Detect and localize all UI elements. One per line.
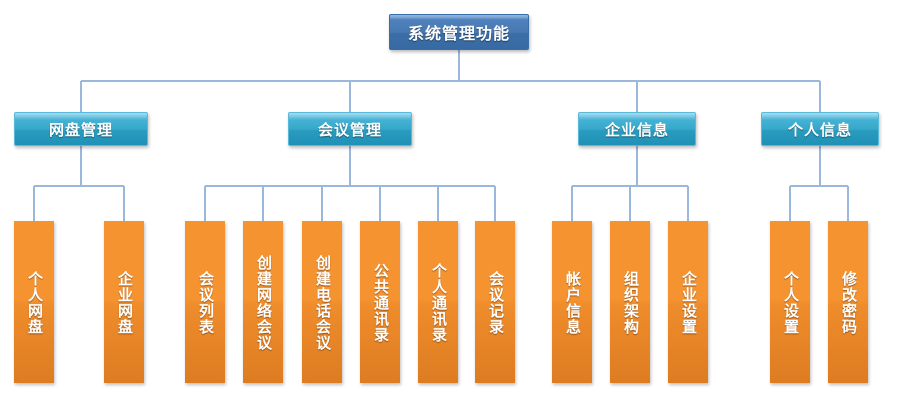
leaf-node-enterprise-disk[interactable]: 企业网盘 [104,221,144,383]
leaf-node-create-phone-meeting[interactable]: 创建电话会议 [302,221,342,383]
leaf-node-create-web-meeting[interactable]: 创建网络会议 [243,221,283,383]
leaf-node-personal-contacts[interactable]: 个人通讯录 [418,221,458,383]
branch-node-label: 会议管理 [317,120,382,139]
leaf-node-label: 帐户信息 [563,271,582,335]
leaf-node-label: 企业网盘 [115,271,134,335]
leaf-node-meeting-list[interactable]: 会议列表 [185,221,225,383]
leaf-node-enterprise-settings[interactable]: 企业设置 [668,221,708,383]
leaf-node-label: 会议列表 [196,271,215,335]
branch-node-enterprise-info[interactable]: 企业信息 [578,112,696,146]
leaf-node-personal-disk[interactable]: 个人网盘 [14,221,54,383]
root-node-system-management[interactable]: 系统管理功能 [389,14,529,50]
branch-node-label: 企业信息 [604,120,669,139]
leaf-node-account-info[interactable]: 帐户信息 [552,221,592,383]
leaf-node-label: 企业设置 [679,271,698,335]
leaf-node-label: 创建电话会议 [313,255,332,351]
leaf-node-label: 个人通讯录 [429,263,448,343]
leaf-node-label: 会议记录 [486,271,505,335]
branch-node-label: 个人信息 [787,120,852,139]
leaf-node-public-contacts[interactable]: 公共通讯录 [360,221,400,383]
leaf-node-label: 公共通讯录 [371,263,390,343]
leaf-node-label: 修改密码 [839,271,858,335]
leaf-node-org-structure[interactable]: 组织架构 [610,221,650,383]
branch-node-personal-info[interactable]: 个人信息 [761,112,879,146]
leaf-node-personal-settings[interactable]: 个人设置 [770,221,810,383]
root-node-label: 系统管理功能 [407,24,510,43]
leaf-node-label: 创建网络会议 [254,255,273,351]
branch-node-meeting-management[interactable]: 会议管理 [288,112,412,146]
leaf-node-label: 个人设置 [781,271,800,335]
branch-node-disk-management[interactable]: 网盘管理 [14,112,148,146]
leaf-node-label: 个人网盘 [25,271,44,335]
leaf-node-meeting-records[interactable]: 会议记录 [475,221,515,383]
leaf-node-label: 组织架构 [621,271,640,335]
branch-node-label: 网盘管理 [48,120,113,139]
leaf-node-change-password[interactable]: 修改密码 [828,221,868,383]
